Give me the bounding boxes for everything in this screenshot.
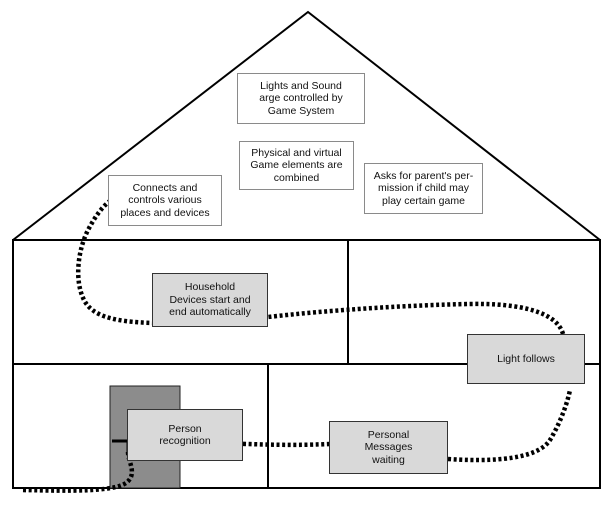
- person-path: [22, 199, 573, 493]
- note-connects: Connects and controls various places and…: [108, 175, 222, 226]
- note-parent-permission: Asks for parent's per- mission if child …: [364, 163, 483, 214]
- station-person-recognition: Person recognition: [127, 409, 243, 461]
- station-personal-messages: Personal Messages waiting: [329, 421, 448, 474]
- roof-outline: [12, 10, 601, 241]
- note-lights-sound: Lights and Sound arge controlled by Game…: [237, 73, 365, 124]
- note-physical-virtual: Physical and virtual Game elements are c…: [239, 141, 354, 190]
- station-household-devices: Household Devices start and end automati…: [152, 273, 268, 327]
- station-light-follows: Light follows: [467, 334, 585, 384]
